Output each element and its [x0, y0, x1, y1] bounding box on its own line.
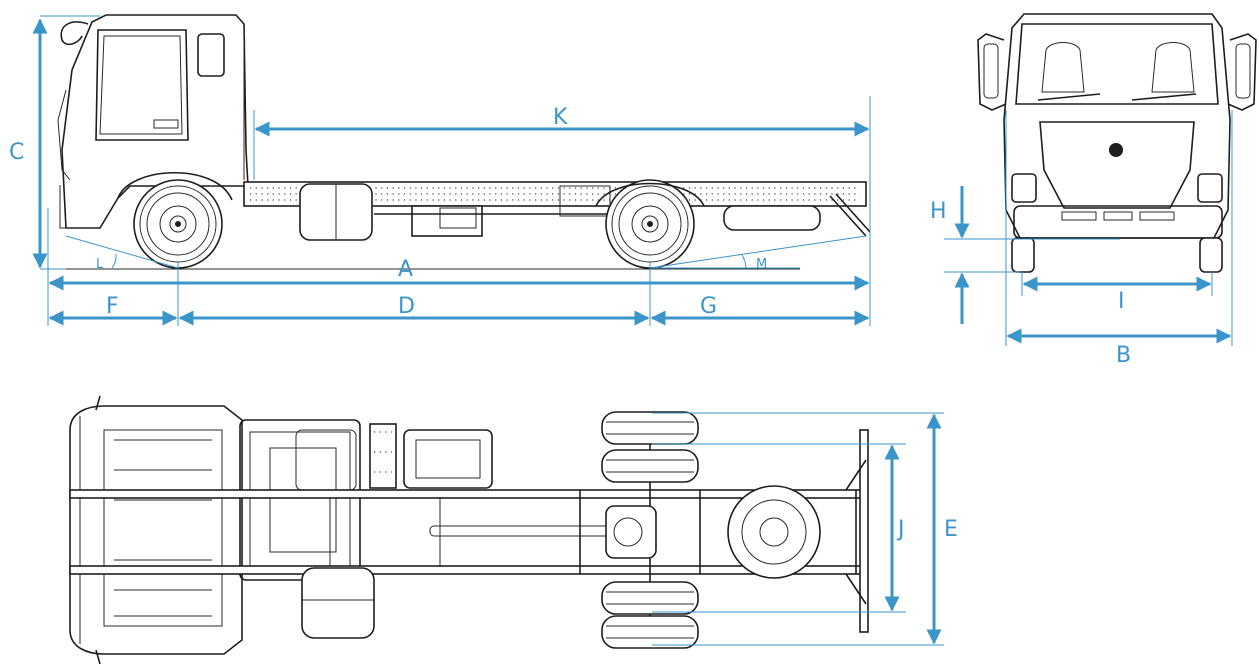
label-A: A [398, 257, 413, 282]
label-M: M [756, 257, 767, 272]
label-K: K [553, 105, 568, 130]
front-dimensions: H I B [930, 110, 1233, 368]
top-dimensions: J E [652, 412, 958, 646]
label-L: L [96, 257, 104, 272]
label-I: I [1118, 289, 1125, 314]
label-B: B [1116, 343, 1131, 368]
label-F: F [106, 294, 119, 319]
label-J: J [896, 517, 905, 542]
label-G: G [700, 294, 717, 319]
label-H: H [930, 199, 947, 224]
label-D: D [398, 294, 415, 319]
front-view [977, 13, 1257, 273]
top-view [69, 395, 869, 664]
label-E: E [944, 517, 958, 542]
label-C: C [9, 140, 24, 165]
side-view [40, 14, 871, 270]
side-dimensions: C K A F D G L M [9, 15, 871, 326]
